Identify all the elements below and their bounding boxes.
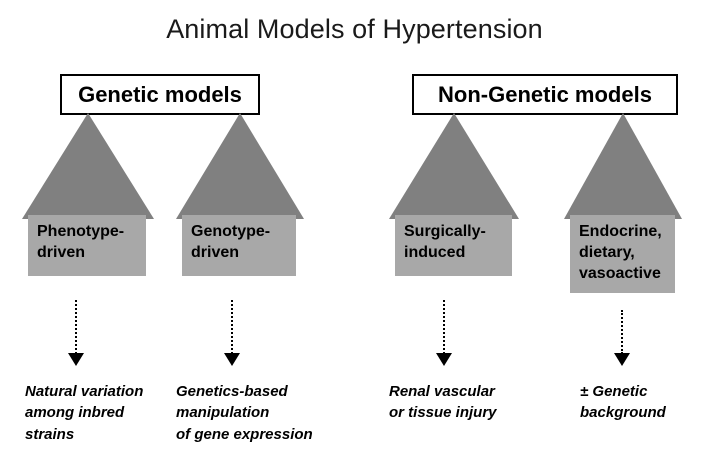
arrow-phenotype <box>66 300 86 366</box>
caption-surgical: Renal vascular or tissue injury <box>389 383 497 422</box>
header-box-label: Genetic models <box>78 81 242 107</box>
category-box-endocrine-dietary-vasoactive: Endocrine, dietary, vasoactive <box>570 215 675 293</box>
funnel-triangle-endocrine <box>564 113 682 219</box>
arrow-genotype <box>222 300 242 366</box>
category-box-label: Genotype- driven <box>191 223 271 261</box>
arrow-stem <box>443 300 445 354</box>
category-box-label: Surgically- induced <box>404 223 486 261</box>
category-box-label: Endocrine, dietary, vasoactive <box>579 223 662 282</box>
arrow-stem <box>75 300 77 354</box>
caption-genotype: Genetics-based manipulation of gene expr… <box>176 383 313 443</box>
caption-phenotype: Natural variation among inbred strains <box>25 383 144 443</box>
arrow-head-icon <box>68 353 84 366</box>
arrow-head-icon <box>224 353 240 366</box>
arrow-head-icon <box>436 353 452 366</box>
funnel-triangle-surgical <box>389 113 519 219</box>
header-box-non-genetic-models: Non-Genetic models <box>412 74 678 115</box>
category-box-phenotype-driven: Phenotype- driven <box>28 215 146 276</box>
caption-endocrine: ± Genetic background <box>580 383 666 422</box>
arrow-stem <box>231 300 233 354</box>
header-box-genetic-models: Genetic models <box>60 74 260 115</box>
arrow-surgical <box>434 300 454 366</box>
page-title: Animal Models of Hypertension <box>166 14 543 44</box>
category-box-label: Phenotype- driven <box>37 223 125 261</box>
header-box-label: Non-Genetic models <box>438 81 652 107</box>
arrow-stem <box>621 310 623 354</box>
funnel-triangle-genotype <box>176 113 304 219</box>
arrow-endocrine <box>612 310 632 366</box>
arrow-head-icon <box>614 353 630 366</box>
category-box-surgically-induced: Surgically- induced <box>395 215 512 276</box>
category-box-genotype-driven: Genotype- driven <box>182 215 296 276</box>
funnel-triangle-phenotype <box>22 113 154 219</box>
